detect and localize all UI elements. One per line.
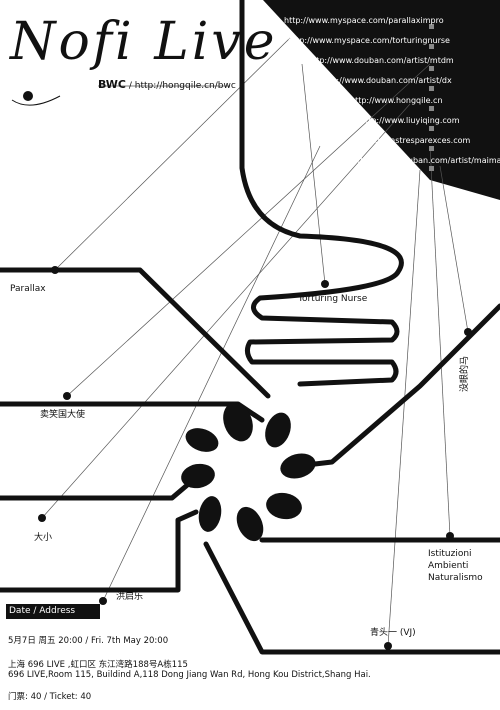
artist-istituzioni-3: Naturalismo [428,573,483,583]
event-date: 5月7日 周五 20:00 / Fri. 7th May 20:00 [8,636,169,646]
org-line: BWC / http://hongqile.cn/bwc [98,78,236,91]
artist-hongqile: 洪启乐 [116,592,144,602]
date-address-bar: Date / Address [6,604,100,619]
org-name: BWC [98,78,126,91]
artist-parallax: Parallax [10,284,46,294]
link-mtdm[interactable]: http://www.douban.com/artist/mtdm [308,56,454,65]
node-dots [23,91,472,650]
link-panel [263,0,500,200]
event-address-en: 696 LIVE,Room 115, Buildind A,118 Dong J… [8,670,371,680]
org-separator: / [128,81,135,91]
link-parallax[interactable]: http://www.myspace.com/parallaximpro [284,16,444,25]
pinwheel [181,402,316,542]
artist-daxiao: 大小 [34,533,53,543]
org-url: http://hongqile.cn/bwc [134,81,236,91]
artist-maixiao: 卖笑国大使 [40,410,86,420]
link-maimai[interactable]: http://www.douban.com/artist/maimai [352,156,500,165]
artist-istituzioni-2: Ambienti [428,561,469,571]
link-liuyiqing[interactable]: http://www.liuyiqing.com [360,116,460,125]
artist-mocima: 没眼的马 [460,355,470,392]
link-monstres[interactable]: www.monstresparexces.com [356,136,471,145]
artist-istituzioni-1: Istituzioni [428,549,472,559]
poster-title: Nofi Live [10,12,278,72]
link-hongqile[interactable]: http://www.hongqile.cn [350,96,443,105]
link-torturing-nurse[interactable]: http://www.myspace.com/torturingnurse [288,36,450,45]
event-address-cn: 上海 696 LIVE ,虹口区 东江湾路188号A栋115 [8,660,188,670]
flow-lines [0,0,500,655]
artist-torturing-nurse: Torturing Nurse [298,294,368,304]
link-dx[interactable]: http://www.douban.com/artist/dx [320,76,452,85]
artist-qingtou: 青头一 (VJ) [370,628,416,638]
title-swash [11,95,61,106]
link-markers [429,24,434,171]
connector-lines [41,37,469,647]
event-ticket: 门票: 40 / Ticket: 40 [8,692,92,702]
